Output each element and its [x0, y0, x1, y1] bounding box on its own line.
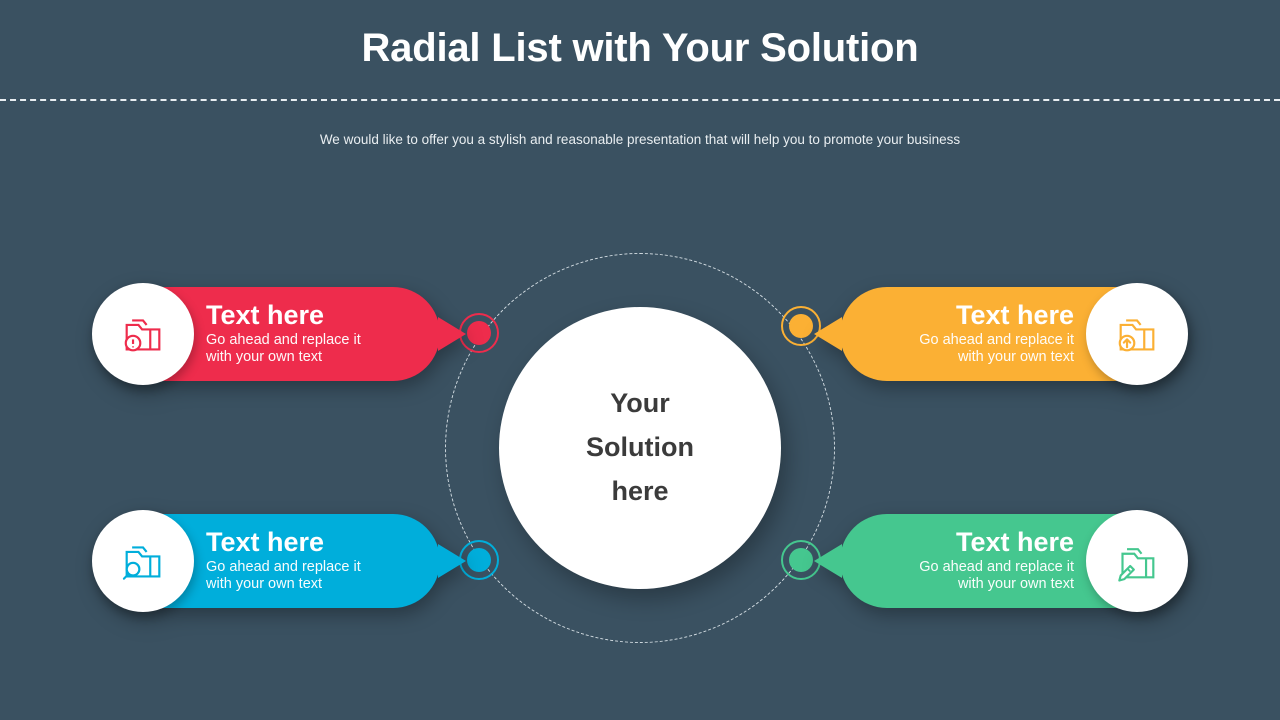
callout-description: Go ahead and replace it with your own te…	[206, 332, 361, 366]
callout-text-block: Text here Go ahead and replace it with y…	[862, 528, 1074, 593]
callout-title: Text here	[955, 300, 1074, 330]
callout-title: Text here	[206, 527, 325, 557]
center-solution-label: Your Solution here	[586, 388, 694, 506]
callout-description: Go ahead and replace it with your own te…	[919, 332, 1074, 366]
center-solution-circle[interactable]: Your Solution here	[499, 307, 781, 589]
callout-pointer	[438, 317, 466, 351]
callout-card-orange[interactable]: Text here Go ahead and replace it with y…	[814, 283, 1188, 385]
ring-node-dot	[467, 548, 491, 572]
ring-node-dot	[467, 321, 491, 345]
ring-node-dot	[789, 314, 813, 338]
callout-card-green[interactable]: Text here Go ahead and replace it with y…	[814, 510, 1188, 612]
title-divider	[0, 99, 1280, 101]
ring-node-green[interactable]	[781, 540, 821, 580]
callout-description: Go ahead and replace it with your own te…	[206, 559, 361, 593]
folder-upload-icon	[1086, 283, 1188, 385]
folder-edit-icon	[1086, 510, 1188, 612]
callout-description: Go ahead and replace it with your own te…	[919, 559, 1074, 593]
callout-pointer	[438, 544, 466, 578]
page-title: Radial List with Your Solution	[361, 26, 919, 70]
ring-node-dot	[789, 548, 813, 572]
callout-text-block: Text here Go ahead and replace it with y…	[206, 301, 418, 366]
callout-card-red[interactable]: Text here Go ahead and replace it with y…	[92, 283, 466, 385]
callout-pointer	[814, 544, 842, 578]
callout-title: Text here	[206, 300, 325, 330]
ring-node-red[interactable]	[459, 313, 499, 353]
page-subtitle: We would like to offer you a stylish and…	[319, 132, 961, 147]
callout-title: Text here	[955, 527, 1074, 557]
callout-text-block: Text here Go ahead and replace it with y…	[862, 301, 1074, 366]
callout-card-blue[interactable]: Text here Go ahead and replace it with y…	[92, 510, 466, 612]
callout-text-block: Text here Go ahead and replace it with y…	[206, 528, 418, 593]
dashed-orbit-ring	[445, 253, 835, 643]
folder-search-icon	[92, 510, 194, 612]
callout-pointer	[814, 317, 842, 351]
folder-alert-icon	[92, 283, 194, 385]
